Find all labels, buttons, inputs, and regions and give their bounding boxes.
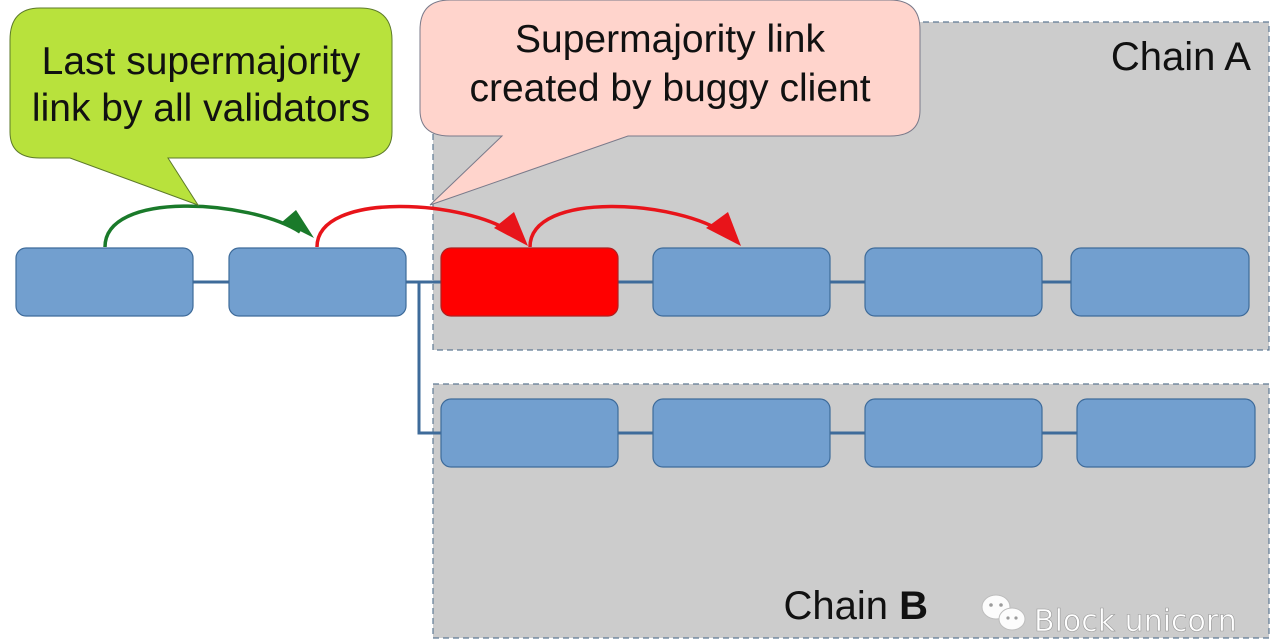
green-callout: [9, 7, 393, 206]
chain-b-block-1[interactable]: [440, 398, 619, 468]
chain-b-label: Chain B: [783, 584, 928, 628]
watermark-text: Block unicorn: [1034, 604, 1237, 639]
red-arrowhead-1: [494, 212, 528, 246]
chain-a-block-3[interactable]: [864, 247, 1043, 317]
pink-callout-line-2: created by buggy client: [469, 67, 870, 110]
chain-a-block-4[interactable]: [1070, 247, 1250, 317]
chain-b-block-3[interactable]: [864, 398, 1043, 468]
wechat-icon: [981, 594, 1026, 631]
green-link-arrow: [103, 204, 301, 248]
green-arrowhead: [282, 210, 314, 238]
chain-b-label-prefix: Chain: [783, 584, 899, 628]
chain-a-block-2[interactable]: [652, 247, 831, 317]
red-link-arrow-1: [315, 204, 517, 248]
green-callout-line-2: link by all validators: [32, 87, 370, 130]
pink-callout-line-1: Supermajority link: [515, 18, 825, 61]
chain-connectors: [193, 280, 1078, 435]
block-1[interactable]: [15, 247, 194, 317]
chain-b-label-bold: B: [899, 584, 928, 628]
chain-a-block-1-buggy[interactable]: [440, 247, 619, 317]
chain-a-label: Chain A: [1111, 35, 1251, 79]
pink-callout: [419, 0, 921, 206]
red-link-arrow-2: [528, 204, 729, 248]
fork-connector: [417, 282, 442, 435]
chain-b-block-2[interactable]: [652, 398, 831, 468]
red-arrowhead-2: [706, 212, 741, 246]
block-2[interactable]: [228, 247, 407, 317]
chain-b-block-4[interactable]: [1076, 398, 1256, 468]
green-callout-line-1: Last supermajority: [42, 40, 361, 83]
